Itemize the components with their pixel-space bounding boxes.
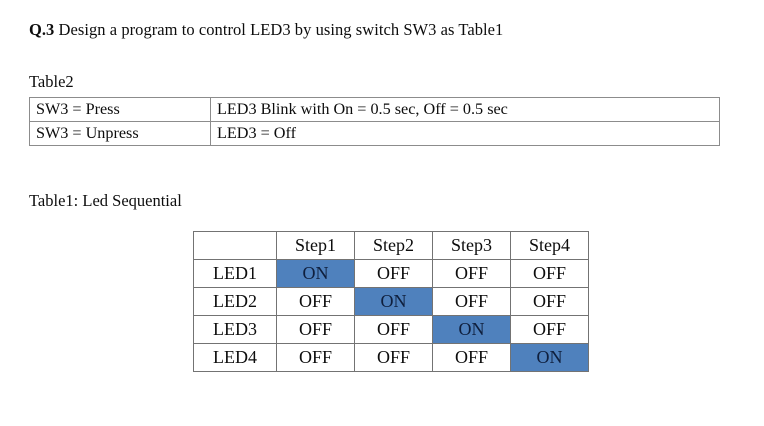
led-behavior-cell: LED3 = Off (210, 121, 720, 146)
led-behavior-cell: LED3 Blink with On = 0.5 sec, Off = 0.5 … (210, 97, 720, 122)
cell-led2-step4: OFF (510, 287, 589, 316)
cell-led4-step3: OFF (432, 343, 511, 372)
question-text: Design a program to control LED3 by usin… (58, 20, 504, 39)
cell-led4-step1: OFF (276, 343, 355, 372)
row-header-led1: LED1 (193, 259, 277, 288)
column-header-step3: Step3 (432, 231, 511, 260)
cell-led1-step4: OFF (510, 259, 589, 288)
cell-led4-step4: ON (510, 343, 589, 372)
cell-led3-step3: ON (432, 315, 511, 344)
switch-condition-cell: SW3 = Unpress (29, 121, 211, 146)
table-row: LED4 OFF OFF OFF ON (193, 343, 589, 372)
row-header-led2: LED2 (193, 287, 277, 316)
switch-behavior-table: SW3 = Press LED3 Blink with On = 0.5 sec… (29, 97, 720, 146)
cell-led1-step3: OFF (432, 259, 511, 288)
table-row: LED1 ON OFF OFF OFF (193, 259, 589, 288)
cell-led4-step2: OFF (354, 343, 433, 372)
led-sequential-table: Step1 Step2 Step3 Step4 LED1 ON OFF OFF … (193, 231, 589, 372)
column-header-step2: Step2 (354, 231, 433, 260)
cell-led2-step2: ON (354, 287, 433, 316)
cell-led2-step3: OFF (432, 287, 511, 316)
cell-led3-step2: OFF (354, 315, 433, 344)
table-header-row: Step1 Step2 Step3 Step4 (193, 231, 589, 260)
cell-led1-step1: ON (276, 259, 355, 288)
row-header-led4: LED4 (193, 343, 277, 372)
cell-led1-step2: OFF (354, 259, 433, 288)
table1-caption: Table1: Led Sequential (29, 191, 182, 210)
question-number: Q.3 (29, 20, 55, 39)
column-header-step1: Step1 (276, 231, 355, 260)
corner-header-cell (193, 231, 277, 260)
row-header-led3: LED3 (193, 315, 277, 344)
cell-led2-step1: OFF (276, 287, 355, 316)
table-row: LED2 OFF ON OFF OFF (193, 287, 589, 316)
table-row: SW3 = Press LED3 Blink with On = 0.5 sec… (29, 97, 720, 122)
cell-led3-step1: OFF (276, 315, 355, 344)
cell-led3-step4: OFF (510, 315, 589, 344)
table-row: LED3 OFF OFF ON OFF (193, 315, 589, 344)
table2-caption: Table2 (29, 72, 74, 91)
question-heading: Q.3 Design a program to control LED3 by … (29, 20, 503, 40)
column-header-step4: Step4 (510, 231, 589, 260)
table-row: SW3 = Unpress LED3 = Off (29, 121, 720, 146)
switch-condition-cell: SW3 = Press (29, 97, 211, 122)
